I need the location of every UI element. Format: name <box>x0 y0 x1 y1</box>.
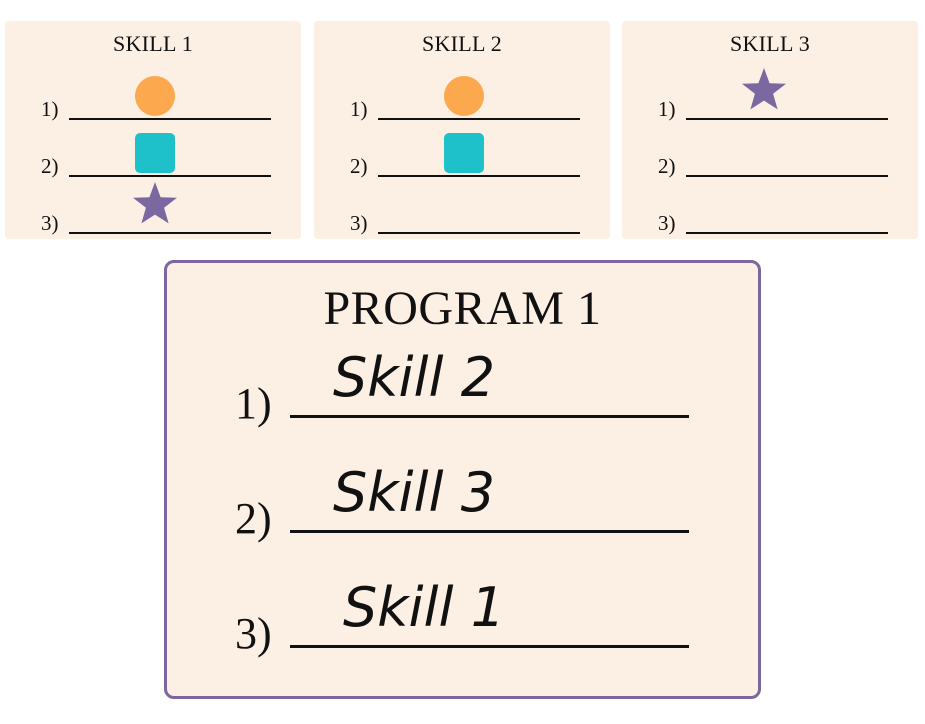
skill-slot: 1) <box>350 76 580 121</box>
skill-card-title: SKILL 2 <box>421 31 503 56</box>
slot-number: 3) <box>658 211 676 235</box>
skill-slot: 3) <box>41 182 271 235</box>
skill-slot: 2) <box>658 147 888 177</box>
program-card: PROGRAM 1 1) Skill 2 2) Skill 3 3) Skill… <box>164 260 761 699</box>
program-slot-line <box>290 415 689 418</box>
slot-number: 3) <box>41 211 59 235</box>
slot-line <box>686 232 888 234</box>
skill-slot: 3) <box>350 204 580 234</box>
handwritten-answer: Skill 2 <box>333 346 495 409</box>
slot-number: 2) <box>41 154 59 178</box>
slot-line <box>69 118 271 120</box>
skill-card-title: SKILL 3 <box>729 31 811 56</box>
skill-slot: 1) <box>658 68 888 121</box>
slot-number: 3) <box>350 211 368 235</box>
program-slot-number: 1) <box>235 379 272 428</box>
skill-slot: 2) <box>350 133 580 178</box>
teal-square-icon <box>444 133 484 173</box>
program-slot: 3) Skill 1 <box>235 568 689 656</box>
skill-slot: 3) <box>658 204 888 234</box>
slot-line <box>69 175 271 177</box>
slot-number: 1) <box>41 97 59 121</box>
purple-star-icon <box>742 68 786 110</box>
skill-card-3: SKILL 3 1) 2) 3) <box>622 21 918 239</box>
orange-circle-icon <box>444 76 484 116</box>
skill-card-2: SKILL 2 1) 2) 3) <box>314 21 610 239</box>
program-slot: 2) Skill 3 <box>235 453 689 541</box>
program-slot-number: 2) <box>235 494 272 543</box>
program-slot-number: 3) <box>235 609 272 658</box>
teal-square-icon <box>135 133 175 173</box>
slot-line <box>378 232 580 234</box>
slot-number: 2) <box>350 154 368 178</box>
skill-card-1: SKILL 1 1) 2) 3) <box>5 21 301 239</box>
slot-line <box>69 232 271 234</box>
skill-slot: 2) <box>41 133 271 178</box>
slot-number: 1) <box>350 97 368 121</box>
program-slot: 1) Skill 2 <box>235 338 689 426</box>
skill-slot: 1) <box>41 76 271 121</box>
slot-line <box>686 118 888 120</box>
slot-line <box>378 175 580 177</box>
handwritten-answer: Skill 1 <box>343 576 505 639</box>
orange-circle-icon <box>135 76 175 116</box>
program-slot-line <box>290 530 689 533</box>
program-slot-line <box>290 645 689 648</box>
handwritten-text: Skill 1 <box>343 576 505 639</box>
slot-line <box>686 175 888 177</box>
purple-star-icon <box>133 182 177 224</box>
slot-number: 1) <box>658 97 676 121</box>
handwritten-answer: Skill 3 <box>333 461 495 524</box>
skill-card-title: SKILL 1 <box>112 31 194 56</box>
handwritten-text: Skill 3 <box>333 461 495 524</box>
slot-number: 2) <box>658 154 676 178</box>
handwritten-text: Skill 2 <box>333 346 495 409</box>
slot-line <box>378 118 580 120</box>
program-title: PROGRAM 1 <box>323 282 602 335</box>
